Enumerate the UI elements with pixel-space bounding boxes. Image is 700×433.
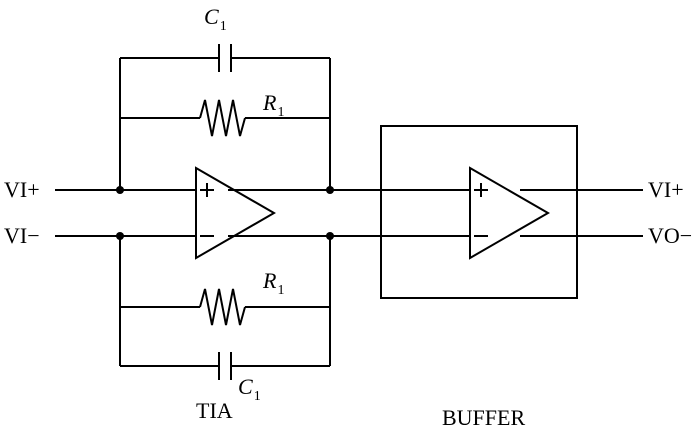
label-buffer: BUFFER (442, 405, 526, 430)
label-in-minus: VI− (4, 223, 40, 248)
junction-dot (116, 232, 124, 240)
label-c-top-symbol: C (204, 4, 219, 29)
label-out-plus: VI+ (648, 177, 684, 202)
label-out-minus: VO− (648, 223, 693, 248)
r-bottom-resistor (199, 288, 246, 326)
tia-opamp (195, 166, 277, 260)
buffer-box (380, 125, 578, 299)
label-in-plus: VI+ (4, 177, 40, 202)
label-c-top-sub: 1 (219, 19, 227, 34)
r-top-resistor (199, 99, 246, 137)
label-r-bottom: R1 (263, 268, 284, 298)
buffer-opamp (469, 166, 551, 260)
label-r-bottom-symbol: R (263, 268, 277, 293)
label-c-bottom: C1 (238, 374, 261, 404)
junction-dot (326, 186, 334, 194)
label-c-bottom-symbol: C (238, 374, 253, 399)
junction-dot (116, 186, 124, 194)
label-r-bottom-sub: 1 (277, 283, 285, 298)
label-r-top: R1 (263, 90, 284, 120)
label-r-top-sub: 1 (277, 105, 285, 120)
label-tia: TIA (196, 398, 233, 423)
junction-dot (326, 232, 334, 240)
label-c-top: C1 (204, 4, 227, 34)
label-c-bottom-sub: 1 (253, 389, 261, 404)
label-r-top-symbol: R (263, 90, 277, 115)
